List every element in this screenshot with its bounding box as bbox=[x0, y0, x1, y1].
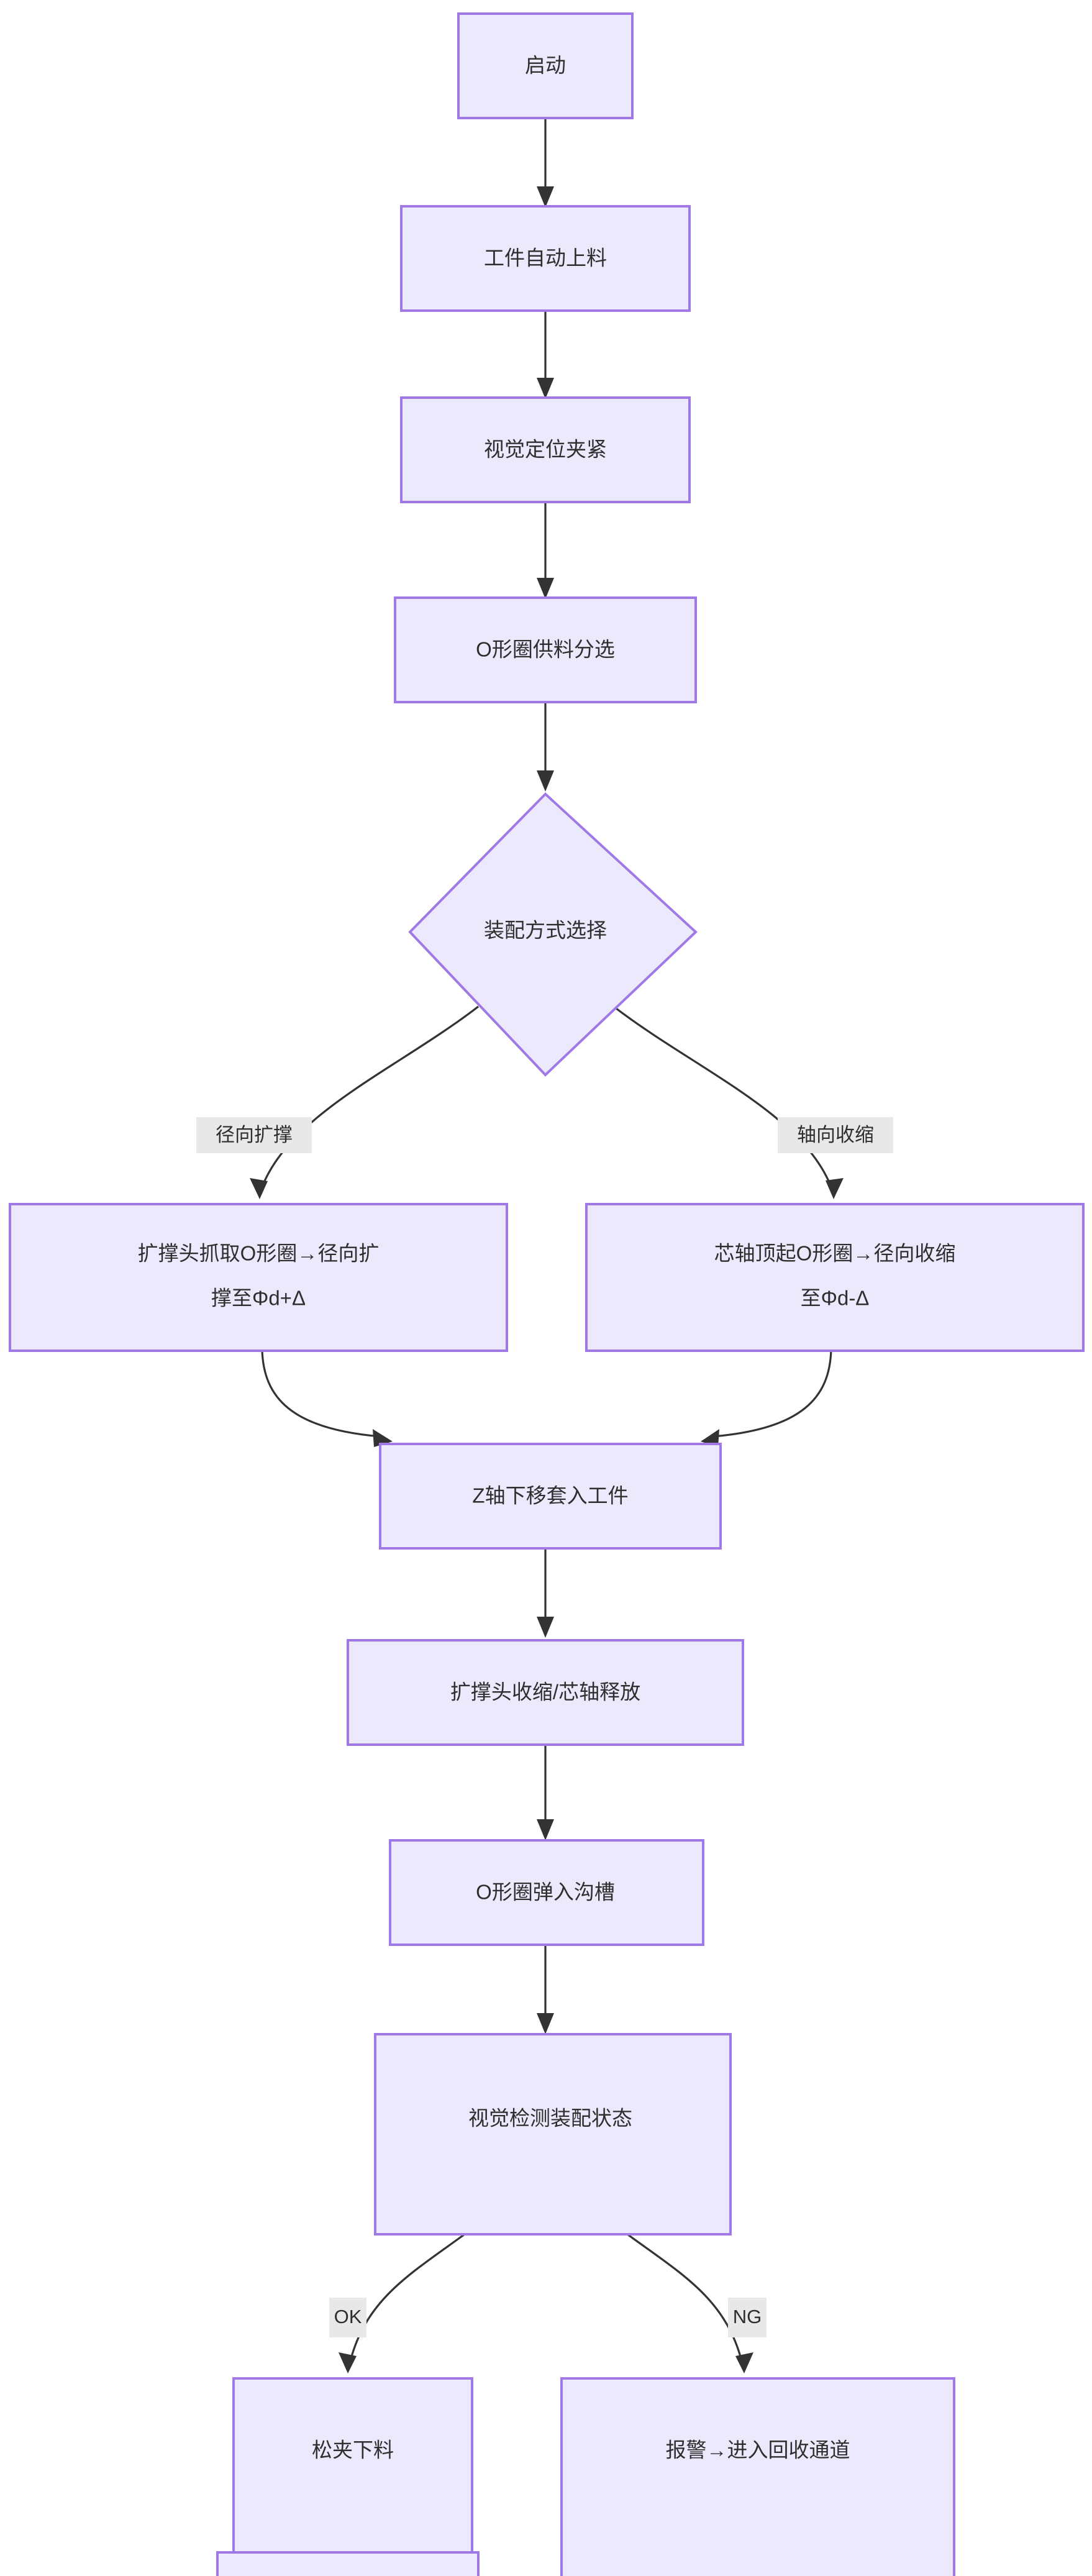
edge-release-to-snap bbox=[537, 1745, 554, 1840]
node-axial-label-line1: 芯轴顶起O形圈→径向收缩 bbox=[714, 1242, 956, 1265]
node-nextpart[interactable]: 循环下一件 bbox=[216, 2551, 480, 2576]
edge-zdown-to-release bbox=[537, 1548, 554, 1638]
edge-label-ok-text: OK bbox=[334, 2306, 362, 2327]
node-axial[interactable]: 芯轴顶起O形圈→径向收缩 至Φd-Δ bbox=[585, 1203, 1085, 1352]
edge-axial-to-zdown bbox=[701, 1349, 832, 1447]
edge-label-axial: 轴向收缩 bbox=[778, 1117, 893, 1153]
node-inspect[interactable]: 视觉检测装配状态 bbox=[374, 2033, 732, 2236]
node-decide[interactable]: 装配方式选择 bbox=[408, 792, 698, 1077]
node-snap-label: O形圈弹入沟槽 bbox=[476, 1881, 615, 1904]
node-clamp[interactable]: 视觉定位夹紧 bbox=[400, 396, 691, 503]
node-radial-label-line1: 扩撑头抓取O形圈→径向扩 bbox=[138, 1242, 380, 1265]
node-radial-label-line2: 撑至Φd+Δ bbox=[211, 1287, 306, 1310]
node-snap[interactable]: O形圈弹入沟槽 bbox=[389, 1839, 704, 1946]
node-start[interactable]: 启动 bbox=[457, 12, 634, 119]
node-alarm-label: 报警→进入回收通道 bbox=[666, 2439, 850, 2462]
edge-label-layer: 径向扩撑 轴向收缩 OK NG bbox=[196, 1117, 893, 2337]
edge-clamp-to-sort bbox=[537, 502, 554, 599]
edge-label-radial-text: 径向扩撑 bbox=[216, 1124, 293, 1146]
edge-inspect-to-alarm bbox=[627, 2233, 753, 2373]
edge-label-ng-text: NG bbox=[733, 2306, 762, 2327]
node-inspect-label: 视觉检测装配状态 bbox=[468, 2107, 632, 2130]
node-release[interactable]: 扩撑头收缩/芯轴释放 bbox=[347, 1639, 744, 1746]
node-sort-label: O形圈供料分选 bbox=[476, 638, 615, 661]
edge-layer bbox=[250, 118, 844, 2551]
node-radial[interactable]: 扩撑头抓取O形圈→径向扩 撑至Φd+Δ bbox=[9, 1203, 508, 1352]
node-axial-label-line2: 至Φd-Δ bbox=[801, 1287, 870, 1310]
node-zdown-label: Z轴下移套入工件 bbox=[472, 1484, 628, 1507]
edge-radial-to-zdown bbox=[261, 1349, 393, 1447]
node-sort[interactable]: O形圈供料分选 bbox=[394, 596, 697, 703]
node-feed[interactable]: 工件自动上料 bbox=[400, 205, 691, 312]
node-start-label: 启动 bbox=[525, 54, 566, 77]
node-alarm[interactable]: 报警→进入回收通道 bbox=[560, 2377, 955, 2576]
edge-sort-to-decide bbox=[537, 702, 554, 792]
edge-snap-to-inspect bbox=[537, 1943, 554, 2034]
edge-label-ng: NG bbox=[728, 2298, 767, 2337]
edge-start-to-feed bbox=[537, 118, 554, 208]
node-zdown[interactable]: Z轴下移套入工件 bbox=[379, 1443, 722, 1550]
edge-label-ok: OK bbox=[329, 2298, 366, 2337]
edge-label-axial-text: 轴向收缩 bbox=[797, 1124, 874, 1146]
edge-feed-to-clamp bbox=[537, 311, 554, 399]
node-clamp-label: 视觉定位夹紧 bbox=[484, 438, 607, 461]
node-decide-label: 装配方式选择 bbox=[484, 919, 607, 942]
edge-decide-to-radial bbox=[250, 1005, 479, 1199]
node-feed-label: 工件自动上料 bbox=[484, 247, 607, 270]
edge-decide-to-axial bbox=[613, 1005, 844, 1199]
node-unload[interactable]: 松夹下料 bbox=[232, 2377, 473, 2576]
edge-inspect-to-unload bbox=[339, 2233, 465, 2373]
node-layer: 启动 工件自动上料 视觉定位夹紧 O形圈供料分选 装配方式选择 bbox=[9, 12, 1085, 2576]
node-release-label: 扩撑头收缩/芯轴释放 bbox=[450, 1681, 640, 1704]
node-unload-label: 松夹下料 bbox=[312, 2439, 394, 2462]
edge-label-radial: 径向扩撑 bbox=[196, 1117, 312, 1153]
